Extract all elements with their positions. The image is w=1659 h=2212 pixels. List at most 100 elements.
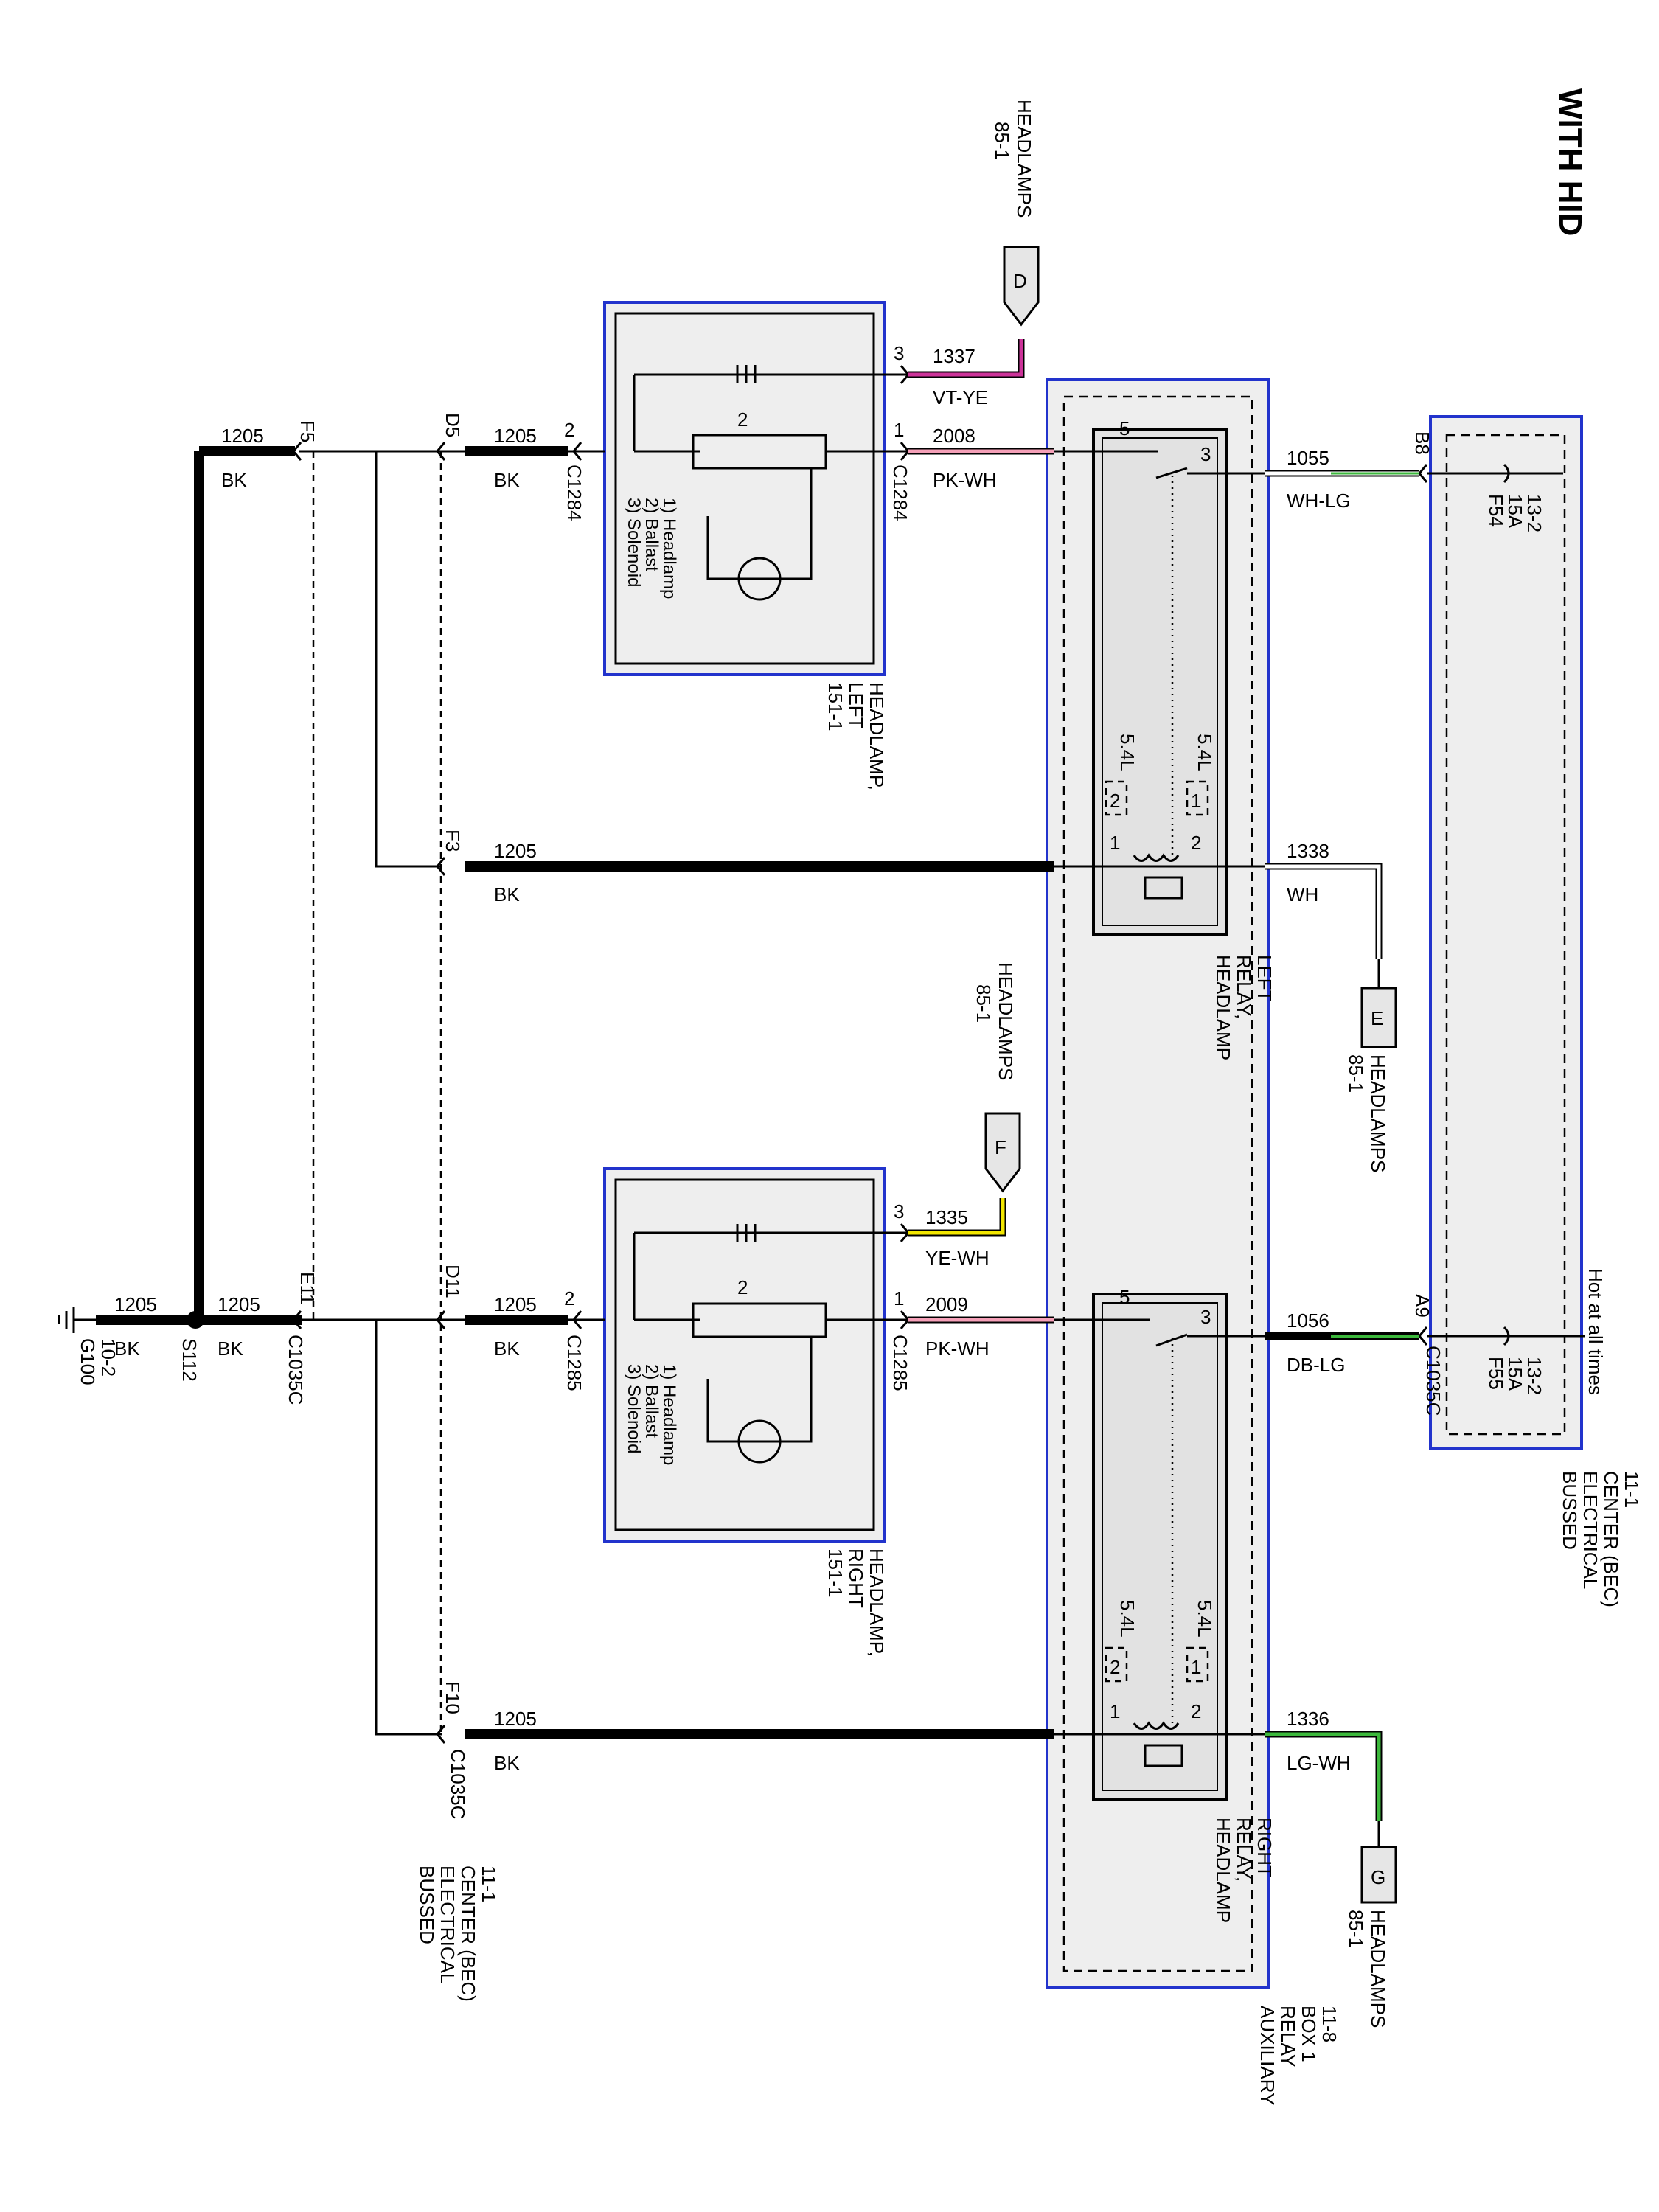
diagram-title: WITH HID xyxy=(1552,88,1588,236)
wire-1338 xyxy=(1265,864,1381,959)
relay-left-opt-2 xyxy=(1105,780,1128,816)
legend-left-1: 1) Headlamp xyxy=(659,498,679,599)
aux-relay-box-dash xyxy=(1062,395,1253,1972)
pin-e11: E11 xyxy=(296,1272,319,1304)
tag-d-to-2: 85-1 xyxy=(991,122,1013,160)
solenoid-left xyxy=(736,365,757,383)
tag-e-to-2: 85-1 xyxy=(1345,1054,1367,1093)
w1205-circuit: 1205 xyxy=(494,1293,537,1315)
aux-box-label-1: AUXILIARY xyxy=(1256,2006,1279,2105)
bec-top-dash xyxy=(1445,434,1566,1436)
bec-bottom-label-1: BUSSED xyxy=(416,1865,438,1944)
ground-name: G100 xyxy=(77,1338,99,1385)
tag-e-to-1: HEADLAMPS xyxy=(1367,1054,1389,1172)
w1205-circuit: 1205 xyxy=(494,840,537,862)
conn-c1035c-e11: C1035C xyxy=(285,1335,307,1405)
hot-note: Hot at all times xyxy=(1585,1268,1607,1395)
ground-ref: 10-2 xyxy=(97,1338,119,1377)
pin-2-right: 2 xyxy=(564,1287,574,1310)
w1335-circuit: 1335 xyxy=(925,1206,968,1228)
relay-right-opt-engine-a: 5.4L xyxy=(1116,1600,1138,1638)
tag-g-to-2: 85-1 xyxy=(1345,1910,1367,1948)
conn-c1035c-a9: C1035C xyxy=(1422,1346,1444,1416)
legend-left-2: 2) Ballast xyxy=(641,498,661,571)
headlamp-left-inner xyxy=(614,312,875,665)
pin-b8: B8 xyxy=(1411,431,1433,455)
splice-s112-label: S112 xyxy=(178,1338,201,1382)
fuse-f54-ref: 13-2 xyxy=(1523,494,1545,532)
relay-left-coil-2: 2 xyxy=(1191,832,1201,854)
lamp-left-leads xyxy=(706,468,813,580)
ballast-left xyxy=(692,434,827,470)
relay-right-opt-num-1: 1 xyxy=(1191,1656,1201,1678)
relay-left-label-2: RELAY, xyxy=(1233,955,1255,1019)
fuse-feeds xyxy=(1427,472,1585,1338)
bec-bottom-label-3: CENTER (BEC) xyxy=(457,1865,479,2002)
aux-box-label-2: RELAY xyxy=(1277,2006,1299,2067)
ballast-left-num: 2 xyxy=(737,408,748,431)
tag-g-letter: G xyxy=(1371,1866,1385,1888)
tag-f-to-2: 85-1 xyxy=(973,984,995,1023)
relay-left-coil-1: 1 xyxy=(1110,832,1120,854)
relay-left-pin3: 3 xyxy=(1200,443,1211,465)
conn-c1035c-f10: C1035C xyxy=(447,1749,469,1819)
bec-bottom-label-4: 11-1 xyxy=(478,1865,500,1902)
relay-right-box xyxy=(1092,1293,1228,1801)
headlamp-right-inner xyxy=(614,1178,875,1531)
relay-left-opt-num-1: 1 xyxy=(1191,790,1201,812)
w2009-circuit: 2009 xyxy=(925,1293,968,1315)
w2008-circuit: 2008 xyxy=(933,425,975,447)
w1338-color: WH xyxy=(1287,883,1318,905)
tag-d-letter: D xyxy=(1013,270,1027,292)
relay-right-opt-engine-b: 5.4L xyxy=(1194,1600,1216,1638)
relay-left-label-1: HEADLAMP xyxy=(1212,955,1234,1060)
headlamp-left-label-3: 151-1 xyxy=(824,682,846,731)
pin-d11: D11 xyxy=(442,1265,464,1298)
fuse-f55-id: F55 xyxy=(1485,1357,1507,1390)
fuse-f55-rating: 15A xyxy=(1504,1357,1526,1391)
w2009-color: PK-WH xyxy=(925,1338,990,1360)
lamp-right-bulb xyxy=(737,1419,782,1464)
relay-right-switch xyxy=(1054,1318,1265,1347)
tag-f-to-1: HEADLAMPS xyxy=(995,962,1017,1080)
relay-left-inner xyxy=(1102,437,1218,926)
w1056-color: DB-LG xyxy=(1287,1354,1345,1376)
relay-right-opt-num-2: 2 xyxy=(1110,1656,1120,1678)
bec-top-label-1: BUSSED xyxy=(1559,1471,1581,1550)
relay-left-opt-num-2: 2 xyxy=(1110,790,1120,812)
headlamp-right-label-2: RIGHT xyxy=(845,1548,867,1608)
splice-s112 xyxy=(187,1311,204,1329)
headlamp-right-label-1: HEADLAMP, xyxy=(866,1548,888,1657)
w1338-circuit: 1338 xyxy=(1287,840,1329,862)
solenoid-right xyxy=(736,1224,757,1242)
relay-coils xyxy=(1133,853,1180,1730)
bec-top-label-3: CENTER (BEC) xyxy=(1600,1471,1622,1607)
relay-left-opt-engine-a: 5.4L xyxy=(1116,734,1138,771)
relay-right-pin3: 3 xyxy=(1200,1306,1211,1328)
wire-1336 xyxy=(1265,1732,1381,1821)
headlamp-left-wiring xyxy=(633,373,908,453)
tag-f-letter: F xyxy=(995,1136,1006,1158)
tag-e-letter: E xyxy=(1371,1007,1383,1029)
wire-1335 xyxy=(908,1198,1005,1235)
wire-1337 xyxy=(908,339,1023,377)
w2008-color: PK-WH xyxy=(933,469,997,491)
w1205-color: BK xyxy=(221,469,247,491)
w1336-color: LG-WH xyxy=(1287,1752,1351,1774)
relay-right-inner xyxy=(1102,1302,1218,1791)
relay-coil-wires xyxy=(1054,865,1265,1736)
w1337-color: VT-YE xyxy=(933,386,988,408)
relay-right-resistor xyxy=(1144,1744,1183,1767)
conn-c1285-b: C1285 xyxy=(889,1335,911,1391)
relay-left-resistor xyxy=(1144,876,1183,900)
wire-f10-branch xyxy=(375,1320,442,1736)
w1055-circuit: 1055 xyxy=(1287,447,1329,469)
w1205-circuit: 1205 xyxy=(218,1293,260,1315)
ballast-right xyxy=(692,1302,827,1338)
aux-box-label-4: 11-8 xyxy=(1318,2006,1340,2042)
aux-box-label-3: BOX 1 xyxy=(1298,2006,1320,2062)
w1205-circuit: 1205 xyxy=(494,1708,537,1730)
offpage-tag-f xyxy=(984,1112,1021,1193)
fuse-symbols xyxy=(1503,463,1510,1346)
